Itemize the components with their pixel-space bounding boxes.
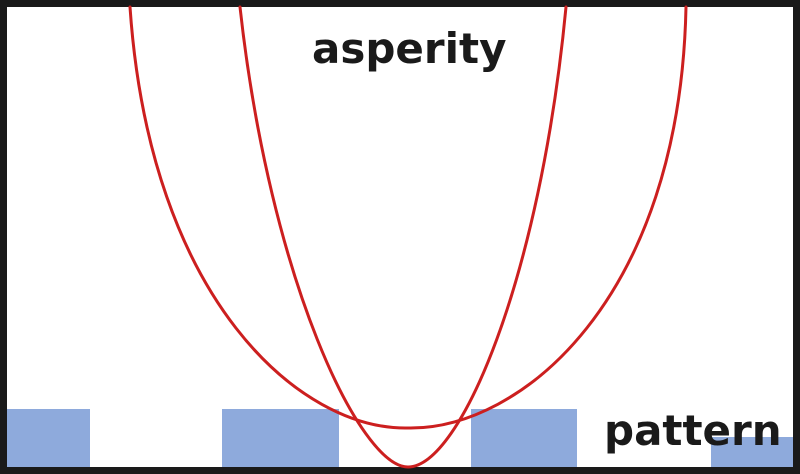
- asperity-curves: [128, 5, 688, 469]
- pattern-block: [222, 409, 339, 467]
- asperity-curve-narrow: [238, 5, 568, 469]
- pattern-block: [7, 409, 90, 467]
- pattern-blocks: [7, 409, 793, 467]
- pattern-label: pattern: [604, 406, 782, 455]
- pattern-block: [711, 437, 793, 467]
- pattern-block: [471, 409, 577, 467]
- asperity-curve-wide: [128, 5, 688, 430]
- asperity-label: asperity: [312, 24, 507, 73]
